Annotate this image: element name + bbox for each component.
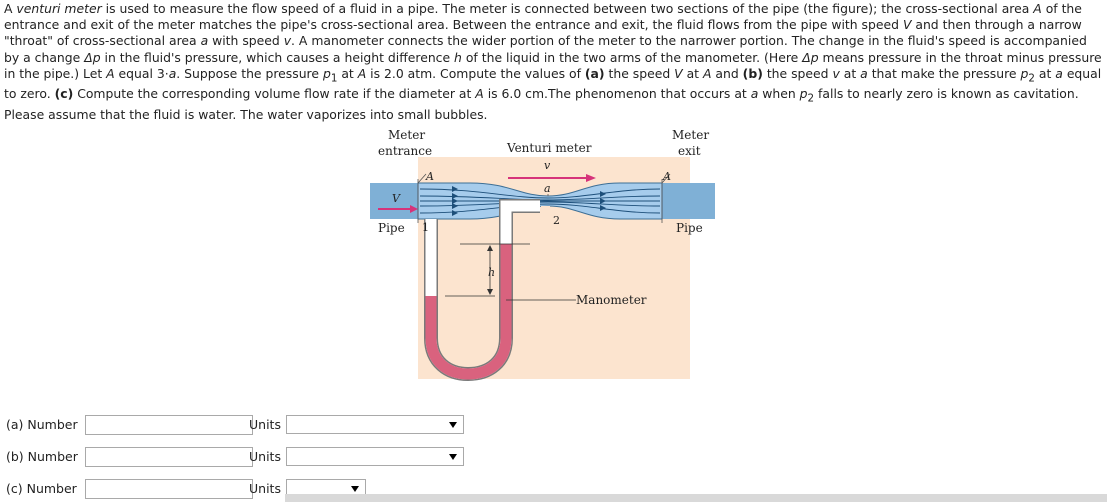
h-arrow-up <box>487 245 493 251</box>
answer-b-units-label: Units <box>249 449 281 464</box>
right-pipe <box>660 183 715 219</box>
area-label-right: A <box>662 170 671 183</box>
point-2-label: 2 <box>553 214 560 227</box>
dropdown-arrow-icon <box>351 486 359 492</box>
venturi-meter-label: Venturi meter <box>506 141 592 155</box>
meter-exit-label-2: exit <box>678 144 701 158</box>
meter-entrance-label-1: Meter <box>388 128 425 142</box>
problem-text: A venturi meter is used to measure the f… <box>4 1 1102 123</box>
meter-entrance-label-2: entrance <box>378 144 432 158</box>
answer-a-units-label: Units <box>249 417 281 432</box>
pipe-speed-arrow-head <box>410 205 418 213</box>
answer-b-label: (b) Number <box>6 449 78 464</box>
answer-c-units-label: Units <box>249 481 281 496</box>
pipe-left-label: Pipe <box>378 221 405 235</box>
h-arrow-down <box>487 289 493 295</box>
answer-c-number-input[interactable] <box>85 479 253 499</box>
manometer <box>424 199 540 382</box>
answer-a-units-select[interactable] <box>286 415 464 434</box>
answer-a-number-input[interactable] <box>85 415 253 435</box>
throat-area-label: a <box>544 182 551 195</box>
dropdown-arrow-icon <box>449 422 457 428</box>
answer-a-label: (a) Number <box>6 417 78 432</box>
dropdown-arrow-icon <box>449 454 457 460</box>
pipe-speed-label: V <box>392 192 401 205</box>
area-label-left: A <box>425 170 434 183</box>
answer-b-number-input[interactable] <box>85 447 253 467</box>
pipe-right-label: Pipe <box>676 221 703 235</box>
left-pipe <box>370 183 420 219</box>
answer-c-label: (c) Number <box>6 481 77 496</box>
throat-speed-label: v <box>544 159 551 172</box>
throat-speed-arrow-head <box>586 174 596 182</box>
a-leader-right <box>661 173 671 184</box>
answer-b-units-select[interactable] <box>286 447 464 466</box>
manometer-right-connector <box>541 206 550 246</box>
meter-exit-label-1: Meter <box>672 128 709 142</box>
manometer-label: Manometer <box>576 293 647 307</box>
a-leader-left <box>417 173 427 184</box>
flow-arrowheads <box>452 186 606 216</box>
height-label: h <box>488 266 495 279</box>
point-1-label: 1 <box>422 221 429 234</box>
venturi-meter-figure: Meter entrance Venturi meter v Meter exi… <box>370 124 715 384</box>
horizontal-scrollbar[interactable] <box>285 494 1107 502</box>
